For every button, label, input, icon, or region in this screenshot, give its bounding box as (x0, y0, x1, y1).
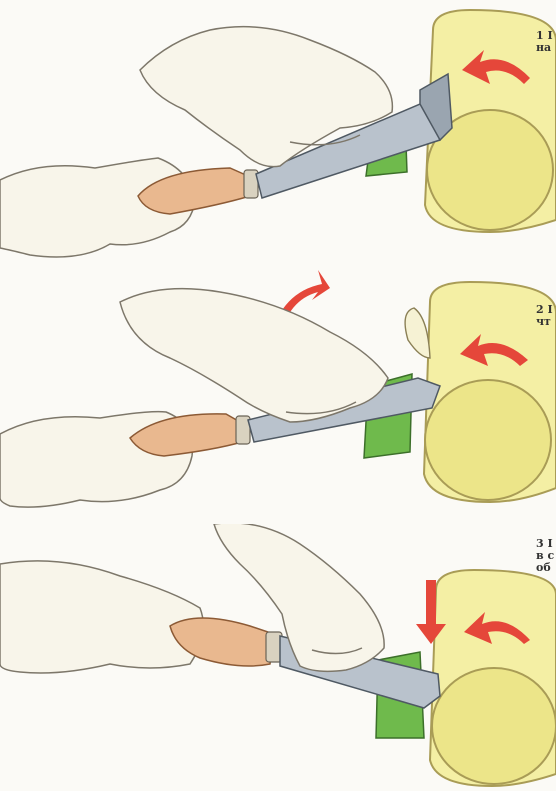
step-3-drawing (0, 524, 556, 791)
step-1-panel: 1 I на (0, 0, 556, 262)
step-2-caption: 2 I чт (536, 304, 553, 328)
wood-shaving (405, 308, 430, 358)
caption-line: чт (536, 316, 553, 328)
caption-line: на (536, 42, 553, 54)
lower-hand (0, 561, 203, 673)
caption-line: об (536, 562, 554, 574)
upper-hand (120, 289, 388, 422)
step-2-drawing (0, 262, 556, 524)
step-3-caption: 3 I в с об (536, 538, 554, 574)
log-cylinder (430, 570, 556, 786)
step-2-panel: 2 I чт (0, 262, 556, 524)
step-3-panel: 3 I в с об (0, 524, 556, 791)
step-1-caption: 1 I на (536, 30, 553, 54)
step-1-drawing (0, 0, 556, 262)
